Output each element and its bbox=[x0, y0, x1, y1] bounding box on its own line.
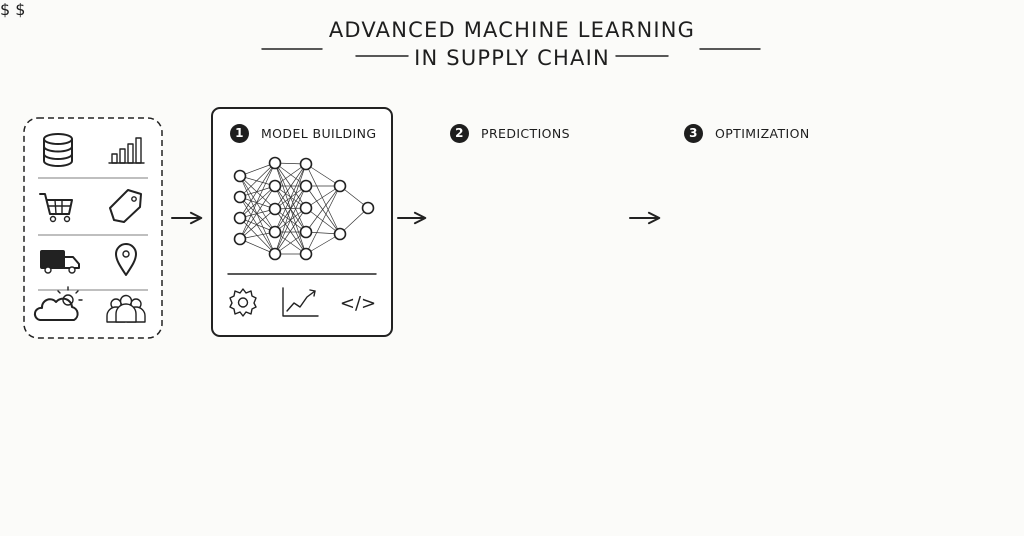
gear-icon bbox=[229, 288, 257, 317]
diagram-title-line-1: ADVANCED MACHINE LEARNING bbox=[328, 18, 696, 42]
price-tag-icon bbox=[109, 189, 142, 223]
diagram-title-line-2: IN SUPPLY CHAIN bbox=[414, 46, 610, 70]
trend-chart-icon bbox=[282, 287, 319, 317]
dollar-coin-icon: $ bbox=[0, 0, 11, 19]
location-pin-icon bbox=[115, 243, 137, 276]
people-icon bbox=[106, 294, 146, 323]
step-1-title: MODEL BUILDING bbox=[261, 125, 377, 141]
step-3-label: 3 OPTIMIZATION bbox=[684, 122, 810, 144]
step-2-number: 2 bbox=[450, 123, 469, 143]
svg-text:</>: </> bbox=[340, 293, 376, 314]
optimization-panel: $ bbox=[0, 0, 15, 19]
weather-icon bbox=[33, 286, 83, 321]
step-2-title: PREDICTIONS bbox=[481, 125, 571, 141]
database-icon bbox=[43, 133, 73, 167]
delivery-truck-icon bbox=[40, 250, 80, 274]
step-1-number: 1 bbox=[230, 123, 249, 143]
step-2-label: 2 PREDICTIONS bbox=[450, 122, 570, 144]
neural-network-icon bbox=[233, 156, 375, 261]
step-1-label: 1 MODEL BUILDING bbox=[230, 122, 376, 144]
bar-chart-icon bbox=[108, 137, 145, 164]
shopping-cart-icon bbox=[39, 193, 73, 223]
title-decoration bbox=[261, 48, 761, 57]
step-3-title: OPTIMIZATION bbox=[715, 125, 810, 141]
model-building-panel: </> bbox=[211, 107, 393, 337]
code-icon: </> bbox=[340, 293, 376, 314]
data-sources-panel bbox=[23, 117, 163, 339]
step-3-number: 3 bbox=[684, 123, 703, 143]
cost-reduction-icon: $ bbox=[15, 0, 26, 19]
